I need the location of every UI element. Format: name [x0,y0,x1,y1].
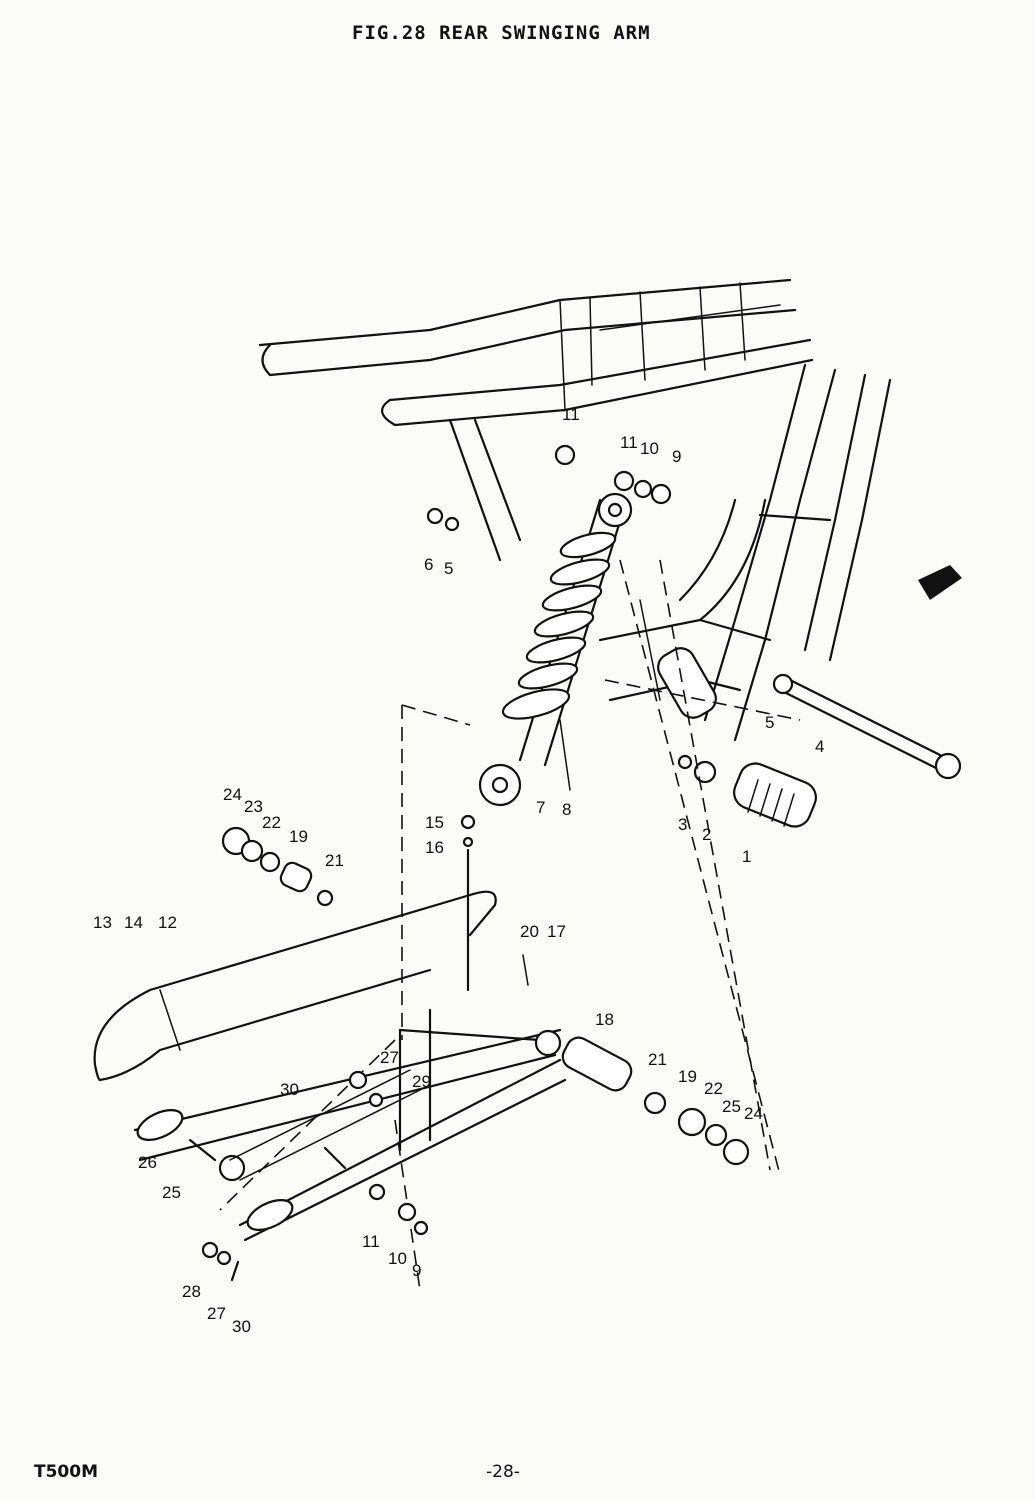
callout-19: 19 [289,827,308,846]
pivot-bushings-left [221,826,334,907]
small-fasteners [188,814,529,1282]
pivot-bushings-right [561,1036,750,1166]
callout-24: 24 [744,1104,763,1123]
model-code: T500M [34,1462,98,1482]
callout-25: 25 [722,1097,741,1116]
callout-11: 11 [620,433,638,452]
callout-12: 12 [158,913,177,932]
callout-29: 29 [412,1072,431,1091]
frame-assembly [258,278,892,742]
pivot-shaft-and-footrest [426,444,962,828]
callout-20: 20 [520,922,539,941]
callout-4: 4 [815,737,824,756]
callout-28: 28 [182,1282,201,1301]
callout-23: 23 [244,797,263,816]
chain-case [93,890,497,1082]
callout-labels: 11 11 10 9 6 5 5 4 3 2 1 7 8 24 23 22 19… [93,405,824,1336]
callout-5: 5 [765,713,774,732]
callout-2: 2 [702,825,711,844]
callout-11: 11 [562,405,580,424]
callout-8: 8 [562,800,571,819]
callout-10: 10 [640,439,659,458]
callout-14: 14 [124,913,143,932]
swinging-arm [133,1008,567,1242]
assembly-guide-lines [219,559,801,1291]
callout-11: 11 [362,1232,380,1251]
callout-17: 17 [547,922,566,941]
callout-19: 19 [678,1067,697,1086]
figure-title: FIG.28 REAR SWINGING ARM [352,22,651,44]
callout-9: 9 [412,1261,421,1280]
callout-13: 13 [93,913,112,932]
callout-22: 22 [262,813,281,832]
callout-3: 3 [678,815,687,834]
rear-shock-absorber [478,492,633,807]
callout-5: 5 [444,559,453,578]
callout-1: 1 [742,847,751,866]
callout-16: 16 [425,838,444,857]
callout-27: 27 [380,1048,399,1067]
callout-30: 30 [280,1080,299,1099]
callout-21: 21 [648,1050,667,1069]
callout-18: 18 [595,1010,614,1029]
callout-27: 27 [207,1304,226,1323]
callout-15: 15 [425,813,444,832]
page-number: -28- [486,1462,520,1482]
callout-30: 30 [232,1317,251,1336]
callout-6: 6 [424,555,433,574]
callout-25: 25 [162,1183,181,1202]
callout-26: 26 [138,1153,157,1172]
callout-22: 22 [704,1079,723,1098]
callout-24: 24 [223,785,242,804]
callout-21: 21 [325,851,344,870]
callout-7: 7 [536,798,545,817]
callout-9: 9 [672,447,681,466]
callout-10: 10 [388,1249,407,1268]
